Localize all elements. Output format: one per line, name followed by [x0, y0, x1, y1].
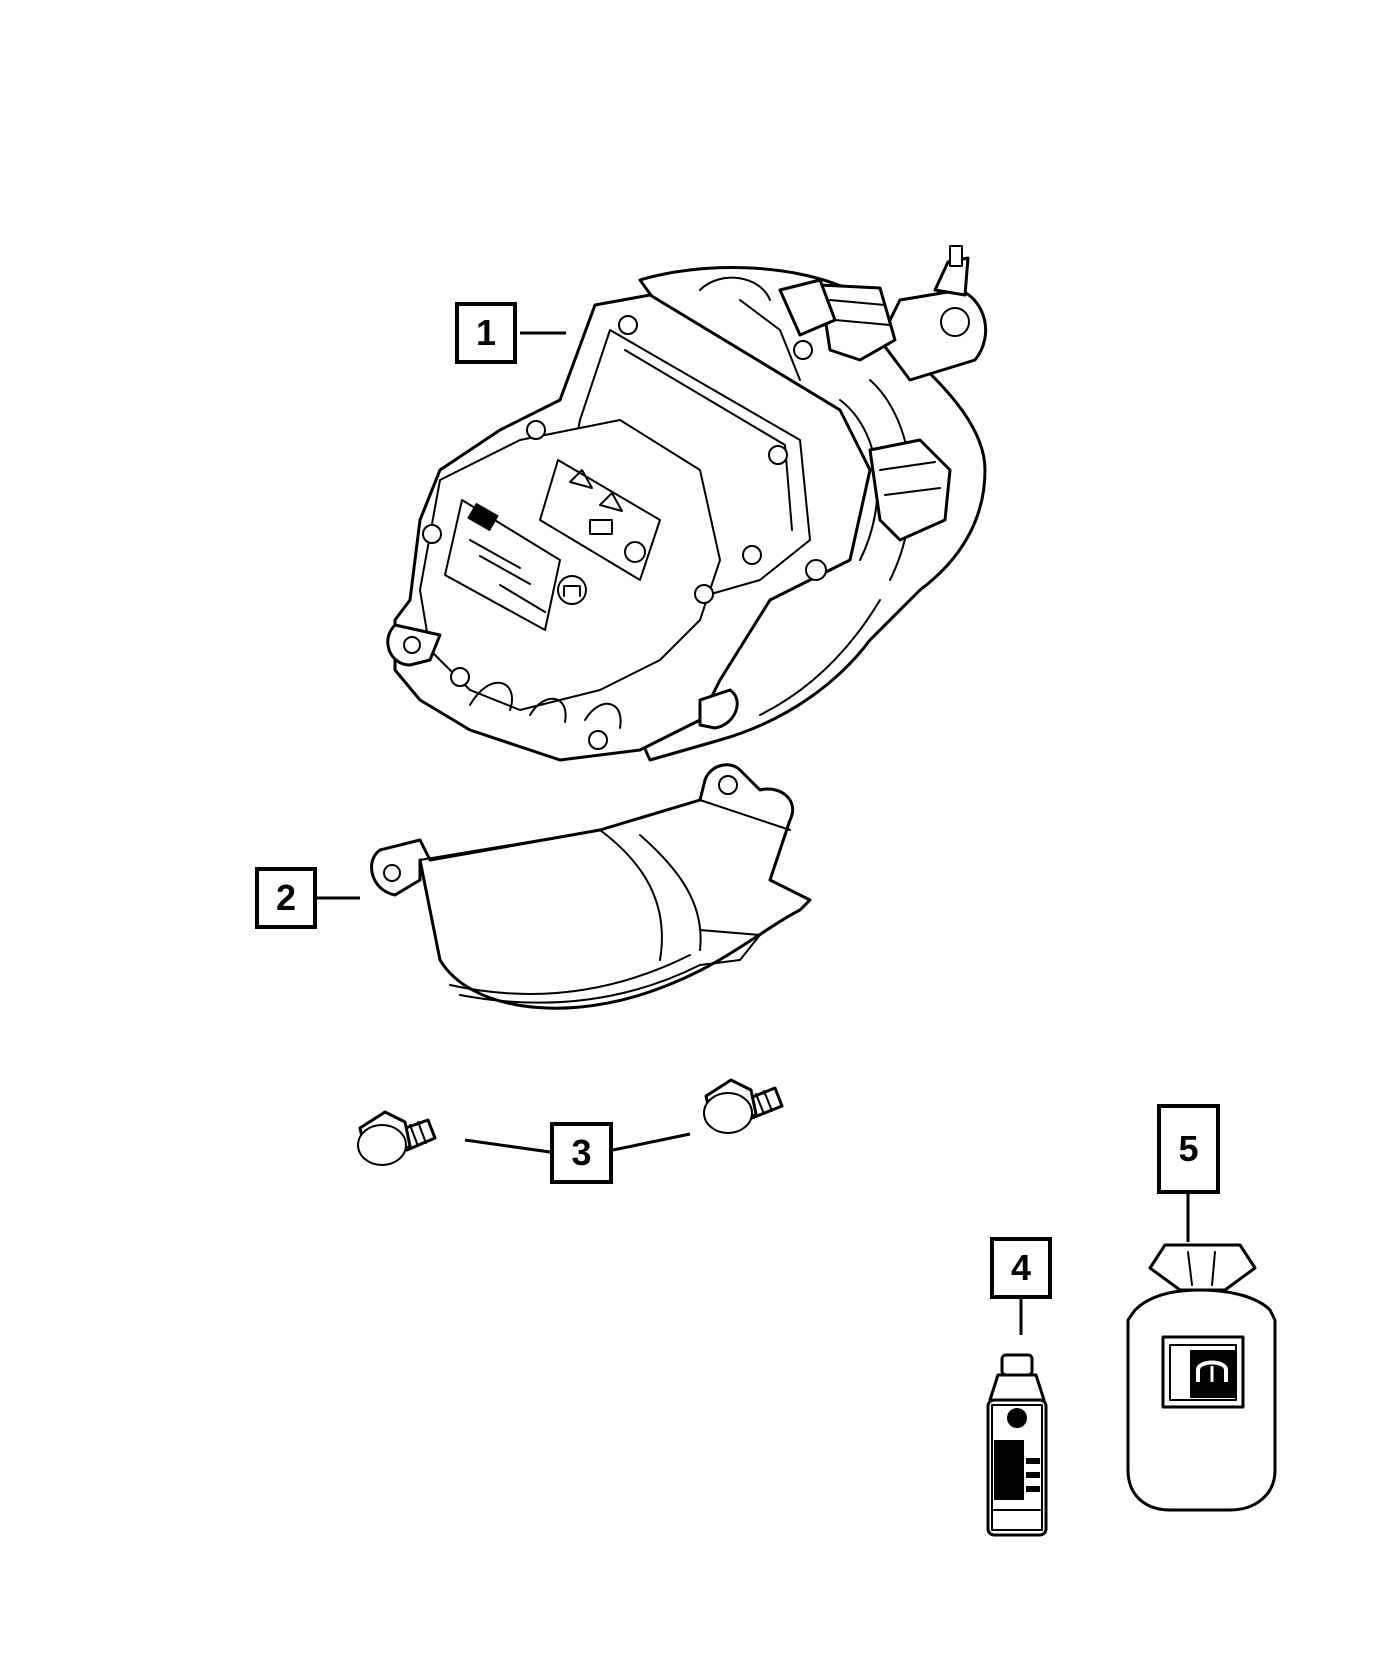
electrical-connector [778, 278, 952, 542]
callout-4: 4 [990, 1237, 1052, 1299]
oil-bottle-illustration [986, 1353, 1048, 1537]
shield-illustration [370, 763, 812, 1010]
leader-lines [317, 331, 1190, 1335]
bolt-right [703, 1078, 784, 1134]
housing-bolts [422, 315, 813, 750]
refrigerant-port [878, 245, 988, 382]
callout-1: 1 [455, 302, 517, 364]
callout-5: 5 [1157, 1104, 1220, 1194]
compressor-illustration [386, 245, 988, 762]
callout-2: 2 [255, 867, 317, 929]
refrigerant-canister-illustration [1126, 1243, 1277, 1512]
bolt-left [357, 1110, 437, 1166]
product-label [444, 499, 587, 631]
warning-label [539, 459, 661, 581]
callout-3: 3 [550, 1122, 613, 1184]
